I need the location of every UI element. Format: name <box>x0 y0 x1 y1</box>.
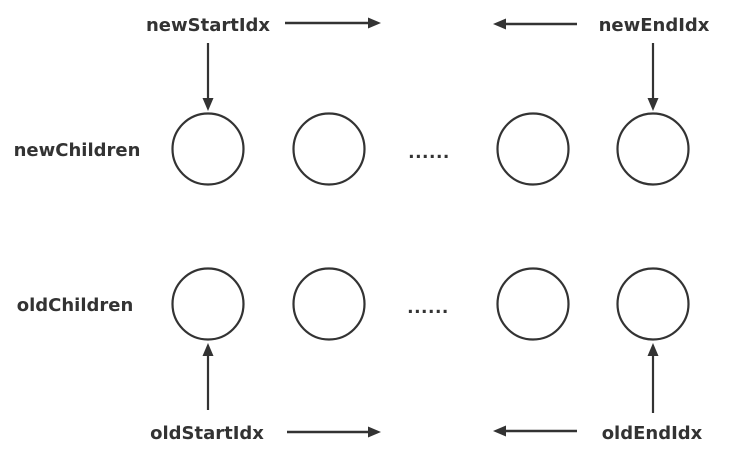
old-child-node-3 <box>496 267 570 341</box>
old-row-ellipsis: ...... <box>407 298 449 318</box>
new-start-idx-label: newStartIdx <box>146 15 270 36</box>
old-start-up-arrow <box>202 343 214 410</box>
old-end-up-arrow <box>647 343 659 413</box>
new-start-right-arrow <box>285 17 381 29</box>
new-end-idx-label: newEndIdx <box>599 15 710 36</box>
new-child-node-4 <box>616 112 690 186</box>
old-child-node-2 <box>292 267 366 341</box>
old-child-node-4 <box>616 267 690 341</box>
old-end-left-arrow <box>493 425 577 437</box>
new-row-ellipsis: ...... <box>408 143 450 163</box>
new-end-down-arrow <box>647 43 659 111</box>
old-children-label: oldChildren <box>17 295 134 316</box>
new-start-down-arrow <box>202 43 214 111</box>
old-child-node-1 <box>171 267 245 341</box>
old-end-idx-label: oldEndIdx <box>602 423 703 444</box>
old-start-right-arrow <box>287 426 381 438</box>
new-children-label: newChildren <box>14 140 141 161</box>
new-end-left-arrow <box>493 18 577 30</box>
new-child-node-2 <box>292 112 366 186</box>
new-child-node-1 <box>171 112 245 186</box>
new-child-node-3 <box>496 112 570 186</box>
old-start-idx-label: oldStartIdx <box>150 423 264 444</box>
